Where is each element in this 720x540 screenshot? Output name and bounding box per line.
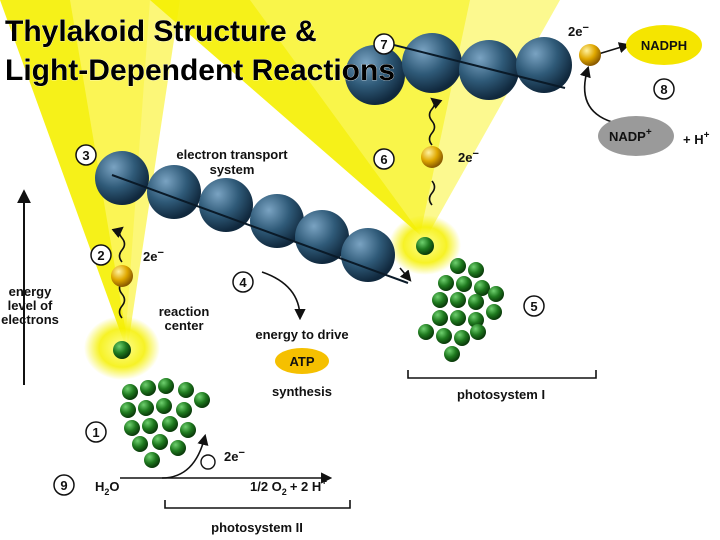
- two-e-2-text: 2e: [143, 249, 157, 264]
- system-label: system: [210, 162, 255, 177]
- oxygen-subscript: 2: [282, 487, 287, 497]
- plus-h-superscript: +: [704, 130, 710, 141]
- oxygen-superscript: +: [321, 477, 327, 488]
- step-4: 4: [239, 275, 247, 290]
- step-5: 5: [530, 299, 537, 314]
- level-of-label: level of: [8, 298, 53, 313]
- step-6: 6: [380, 152, 387, 167]
- energy-arrow: [261, 271, 306, 321]
- electron-carrier-6: [421, 146, 443, 168]
- title-line-2: Light-Dependent Reactions: [5, 54, 395, 87]
- electrons-label: electrons: [1, 312, 59, 327]
- electron-transport-chain: [95, 151, 409, 284]
- step-7: 7: [380, 37, 387, 52]
- photosystem-ii-cluster: [120, 378, 210, 468]
- reaction-center-chlorophyll: [113, 341, 131, 359]
- electron-from-water: [200, 454, 216, 470]
- nadp-label: NADP+: [609, 127, 652, 144]
- nadp-oval: [598, 116, 674, 156]
- two-e-bottom-label: 2e−: [224, 447, 245, 464]
- oxygen-left: 1/2 O: [250, 479, 282, 494]
- two-e-bottom-text: 2e: [224, 449, 238, 464]
- photosystem-ii-label: photosystem II: [211, 520, 303, 535]
- atp-oval: [275, 348, 329, 374]
- energy-to-drive-label: energy to drive: [255, 327, 348, 342]
- electron-transport-label: electron transport: [176, 147, 288, 162]
- plus-h-label: + H+: [683, 130, 710, 147]
- step-2: 2: [97, 248, 104, 263]
- nadp-text: NADP: [609, 129, 646, 144]
- water-h: H: [95, 479, 104, 494]
- reaction-label: reaction: [159, 304, 210, 319]
- step-9: 9: [60, 478, 67, 493]
- center-label: center: [164, 318, 203, 333]
- two-e-6-label: 2e−: [458, 148, 479, 165]
- title-line-1: Thylakoid Structure &: [5, 15, 317, 48]
- photosystem-i-chlorophyll: [416, 237, 434, 255]
- step-3: 3: [82, 148, 89, 163]
- two-e-bottom-sup: −: [238, 447, 244, 459]
- upper-electron-carrier-chain: [345, 33, 572, 105]
- atp-label: ATP: [289, 354, 314, 369]
- step-markers: 7 8 3 6 2 4 5 1 9: [53, 33, 675, 496]
- step-1: 1: [92, 425, 99, 440]
- photosystem-i-bracket: [407, 370, 597, 379]
- energy-label: energy: [9, 284, 52, 299]
- two-e-6-sup: −: [472, 148, 478, 160]
- two-e-2-label: 2e−: [143, 247, 164, 264]
- two-e-2-sup: −: [157, 247, 163, 259]
- oxygen-label: 1/2 O2+ 2 H+: [250, 477, 327, 497]
- water-electron-arrow: [161, 433, 209, 479]
- two-e-top-sup: −: [582, 22, 588, 34]
- plus-h-text: + H: [683, 132, 704, 147]
- nadph-oval: [626, 25, 702, 65]
- water-subscript: 2: [104, 487, 109, 497]
- electron-paths: [111, 97, 443, 319]
- two-e-top-text: 2e: [568, 24, 582, 39]
- two-e-6-text: 2e: [458, 150, 472, 165]
- synthesis-label: synthesis: [272, 384, 332, 399]
- electron-carrier-2: [111, 265, 133, 287]
- nadph-label: NADPH: [641, 38, 687, 53]
- electron-carrier-top: [579, 44, 601, 66]
- transfer-arrow: [399, 267, 412, 282]
- water-label: H2O: [95, 479, 120, 497]
- nadp-arrow: [580, 65, 613, 123]
- labels: electron transport system energy level o…: [1, 22, 710, 535]
- step-8: 8: [660, 82, 667, 97]
- nadp-superscript: +: [646, 127, 652, 138]
- photosystem-i-label: photosystem I: [457, 387, 545, 402]
- two-e-top-label: 2e−: [568, 22, 589, 39]
- water-o: O: [109, 479, 119, 494]
- photosystem-i-cluster: [418, 258, 504, 362]
- photosystem-ii-bracket: [164, 500, 351, 509]
- oxygen-right: + 2 H: [290, 479, 321, 494]
